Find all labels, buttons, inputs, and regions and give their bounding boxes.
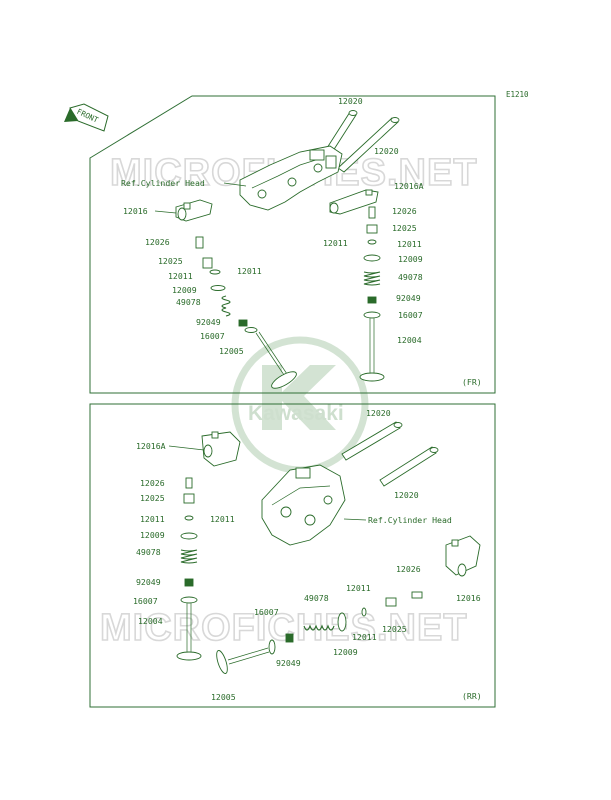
rocker-arm-rr-right — [445, 535, 481, 577]
lbl-rr-49078-l: 49078 — [136, 547, 161, 557]
lbl-rr-12011-r2: 12011 — [352, 632, 377, 642]
tappet-fr-left — [202, 257, 213, 269]
cylinder-head-rr — [261, 464, 346, 546]
lbl-fr-12020-mid: 12020 — [374, 146, 399, 156]
lbl-rr-12016a: 12016A — [136, 441, 166, 451]
lbl-rr-12026-r: 12026 — [396, 564, 421, 574]
panel-fr: (FR) — [89, 95, 496, 394]
lbl-rr-12009-r: 12009 — [333, 647, 358, 657]
lbl-fr-49078-r: 49078 — [398, 272, 423, 282]
rocker-arm-rr-left — [201, 431, 241, 467]
lbl-fr-ref-head: Ref.Cylinder Head — [121, 178, 205, 188]
kawasaki-logo: Kawasaki — [231, 336, 369, 474]
valve-stack-fr-left — [195, 236, 297, 389]
lbl-rr-12011-l1: 12011 — [140, 514, 165, 524]
lbl-rr-16007-r: 16007 — [254, 607, 279, 617]
valve-stack-fr-right — [359, 206, 385, 382]
lbl-rr-49078-r: 49078 — [304, 593, 329, 603]
lbl-fr-12011-r2: 12011 — [397, 239, 422, 249]
lbl-rr-12025-r: 12025 — [382, 624, 407, 634]
lbl-fr-12016: 12016 — [123, 206, 148, 216]
lbl-rr-ref-head: Ref.Cylinder Head — [368, 515, 452, 525]
lbl-fr-12025-r: 12025 — [392, 223, 417, 233]
lbl-fr-12005: 12005 — [219, 346, 244, 356]
lbl-fr-12020-top: 12020 — [338, 96, 363, 106]
lbl-fr-12004: 12004 — [397, 335, 422, 345]
camshaft-rr-upper — [341, 421, 403, 461]
lbl-fr-16007-l: 16007 — [200, 331, 225, 341]
lbl-fr-12011-r1: 12011 — [323, 238, 348, 248]
lbl-rr-12020-bot: 12020 — [394, 490, 419, 500]
lbl-fr-12009-l: 12009 — [172, 285, 197, 295]
lbl-fr-12016a: 12016A — [394, 181, 424, 191]
camshaft-rr-lower — [379, 446, 439, 487]
lbl-rr-12005: 12005 — [211, 692, 236, 702]
lbl-fr-12026-l: 12026 — [145, 237, 170, 247]
lbl-fr-16007-r: 16007 — [398, 310, 423, 320]
shim-fr-left — [195, 236, 204, 249]
lbl-rr-12025-l: 12025 — [140, 493, 165, 503]
lbl-fr-12009-r: 12009 — [398, 254, 423, 264]
valve-stack-rr-horizontal — [216, 591, 423, 674]
lbl-rr-92049-l: 92049 — [136, 577, 161, 587]
lbl-rr-12011-l2: 12011 — [210, 514, 235, 524]
lbl-fr-12011-l2: 12011 — [237, 266, 262, 276]
panel-rr: (RR) — [89, 403, 496, 708]
lbl-rr-16007-l: 16007 — [133, 596, 158, 606]
lbl-fr-12011-l1: 12011 — [168, 271, 193, 281]
lbl-rr-12009-l: 12009 — [140, 530, 165, 540]
rocker-arm-fr-right — [329, 189, 379, 215]
diagram-code: E1210 — [506, 90, 529, 99]
lbl-rr-12020-top: 12020 — [366, 408, 391, 418]
panel-fr-tag: (FR) — [462, 377, 482, 387]
lbl-rr-92049-r: 92049 — [276, 658, 301, 668]
brand-text: Kawasaki — [248, 402, 344, 425]
lbl-fr-92049-r: 92049 — [396, 293, 421, 303]
lbl-rr-12011-r1: 12011 — [346, 583, 371, 593]
lbl-rr-12004: 12004 — [138, 616, 163, 626]
panel-rr-tag: (RR) — [462, 691, 482, 701]
valve-stack-rr-left — [176, 477, 202, 661]
rocker-arm-fr-left — [175, 199, 213, 222]
lbl-fr-92049-l: 92049 — [196, 317, 221, 327]
front-arrow-icon: FRONT — [64, 103, 109, 132]
camshaft-fr-lower — [337, 117, 400, 173]
cylinder-head-fr — [239, 145, 343, 211]
lbl-fr-12025-l: 12025 — [158, 256, 183, 266]
lbl-fr-12026-r: 12026 — [392, 206, 417, 216]
lbl-rr-12016: 12016 — [456, 593, 481, 603]
lbl-fr-49078-l: 49078 — [176, 297, 201, 307]
watermark-bottom: MICROFICHES.NET — [100, 607, 468, 649]
lbl-rr-12026-l: 12026 — [140, 478, 165, 488]
